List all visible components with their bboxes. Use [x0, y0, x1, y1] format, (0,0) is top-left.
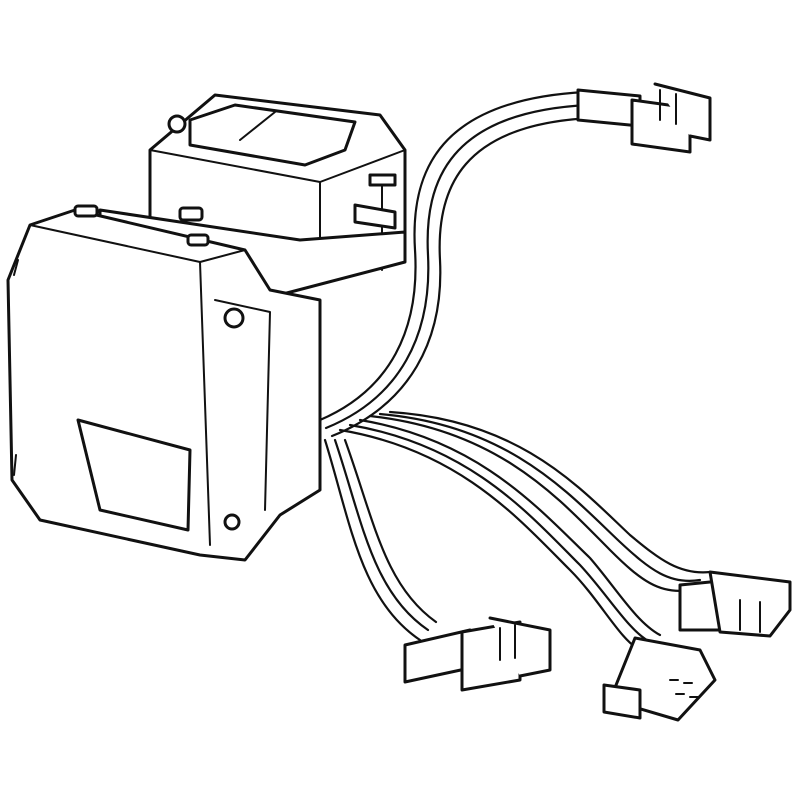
lower-wire-bundle — [323, 410, 712, 652]
bottom-left-connector — [403, 616, 552, 692]
main-housing — [6, 204, 322, 562]
right-connector — [678, 570, 792, 638]
upper-housing — [148, 93, 407, 264]
upper-wire-bundle — [318, 90, 594, 438]
adjustment-screw — [353, 173, 397, 271]
bottom-middle-connector — [602, 636, 717, 722]
top-connector — [576, 82, 712, 154]
